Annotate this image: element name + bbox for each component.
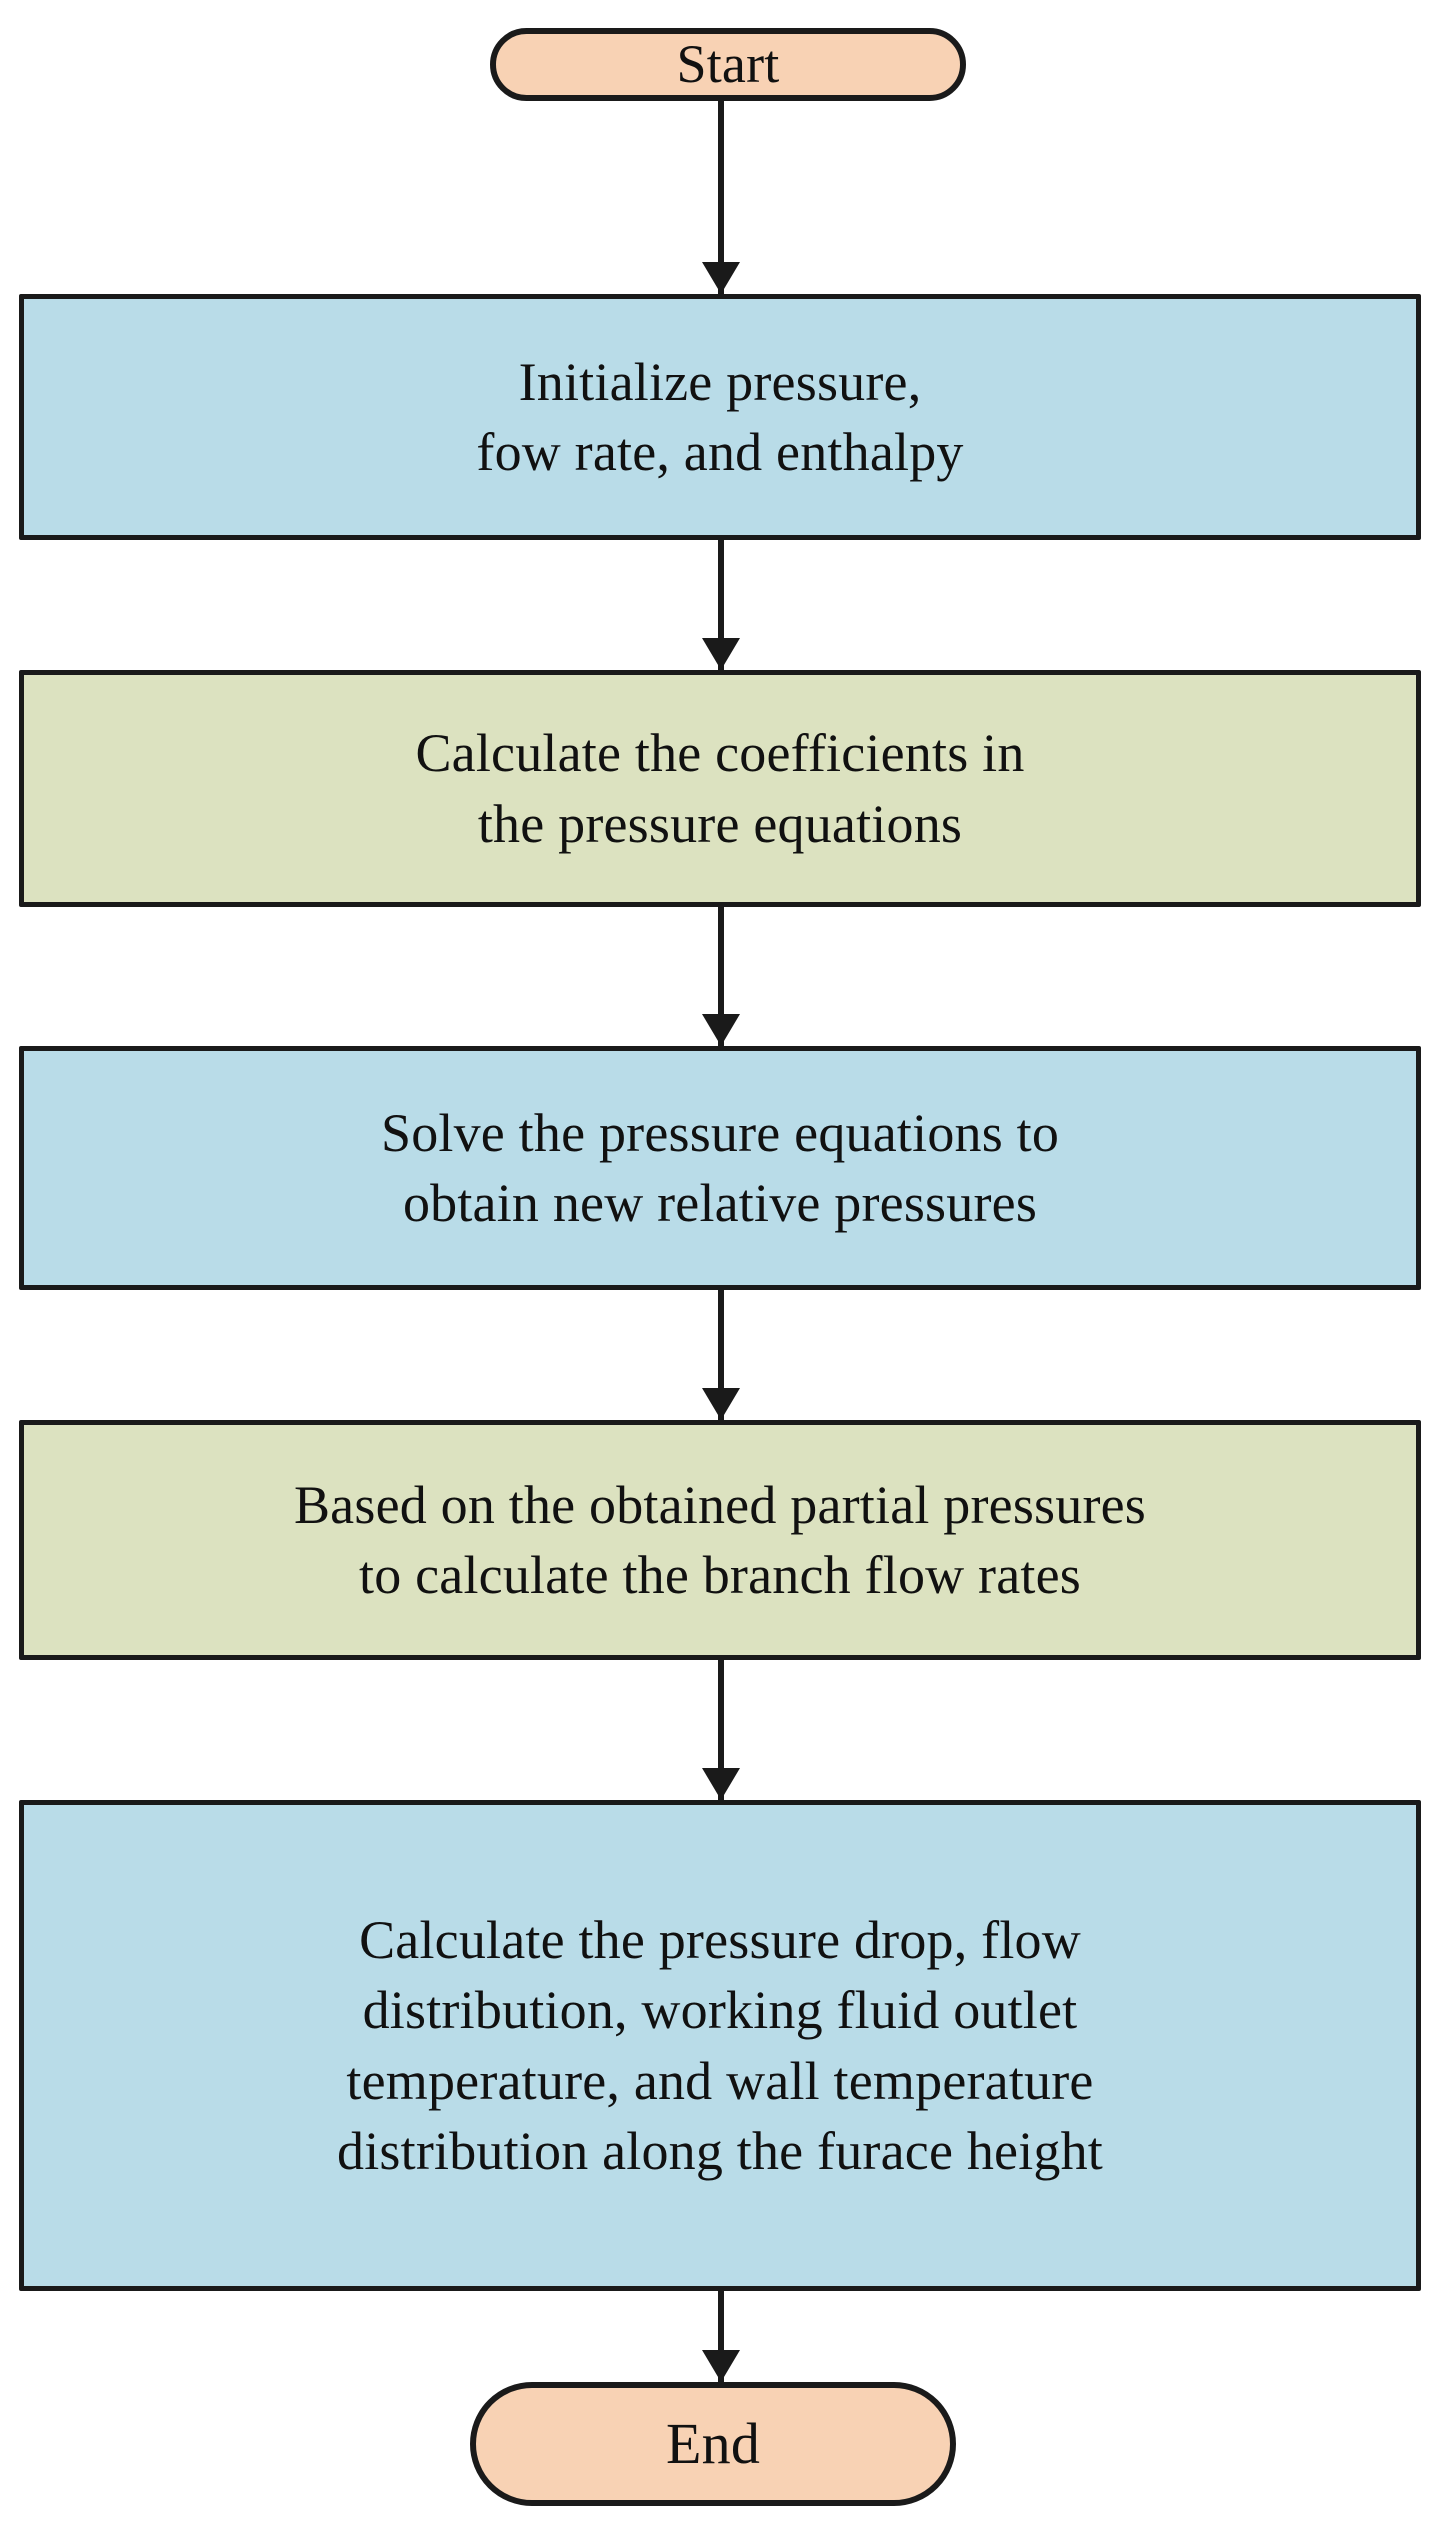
node-solve-pressure-equations-line-1: Solve the pressure equations to (380, 1102, 1060, 1163)
node-pressure-drop-distribution-line-3: temperature, and wall temperature (346, 2050, 1094, 2111)
node-branch-flow-rates-line-1: Based on the obtained partial pressures (293, 1474, 1147, 1535)
node-initialize-line-1: Initialize pressure, (518, 351, 922, 412)
arrowhead-icon (702, 262, 740, 294)
node-solve-pressure-equations-line-2: obtain new relative pressures (402, 1173, 1038, 1233)
node-pressure-drop-distribution-line-1: Calculate the pressure drop, flow (359, 1910, 1081, 1971)
node-calculate-coefficients-line-1: Calculate the coefficients in (415, 723, 1025, 784)
arrowhead-icon (702, 638, 740, 670)
node-pressure-drop-distribution-line-2: distribution, working fluid outlet (362, 1980, 1078, 2041)
node-branch-flow-rates-line-2: to calculate the branch flow rates (359, 1545, 1081, 1605)
node-start-line-1: Start (676, 34, 780, 95)
node-pressure-drop-distribution-line-4: distribution along the furace height (337, 2120, 1103, 2181)
node-solve-pressure-equations[interactable]: Solve the pressure equations to obtain n… (19, 1046, 1421, 1290)
arrowhead-icon (702, 1388, 740, 1420)
node-end[interactable]: End (470, 2382, 956, 2506)
node-calculate-coefficients[interactable]: Calculate the coefficients in the pressu… (19, 670, 1421, 907)
arrowhead-icon (702, 1014, 740, 1046)
arrowhead-icon (702, 2350, 740, 2382)
node-initialize-line-2: fow rate, and enthalpy (476, 422, 964, 482)
node-initialize[interactable]: Initialize pressure, fow rate, and entha… (19, 294, 1421, 540)
node-end-line-1: End (665, 2411, 761, 2477)
node-branch-flow-rates[interactable]: Based on the obtained partial pressures … (19, 1420, 1421, 1660)
node-start[interactable]: Start (490, 28, 966, 101)
node-pressure-drop-distribution[interactable]: Calculate the pressure drop, flow distri… (19, 1800, 1421, 2291)
arrowhead-icon (702, 1768, 740, 1800)
node-calculate-coefficients-line-2: the pressure equations (477, 793, 963, 854)
